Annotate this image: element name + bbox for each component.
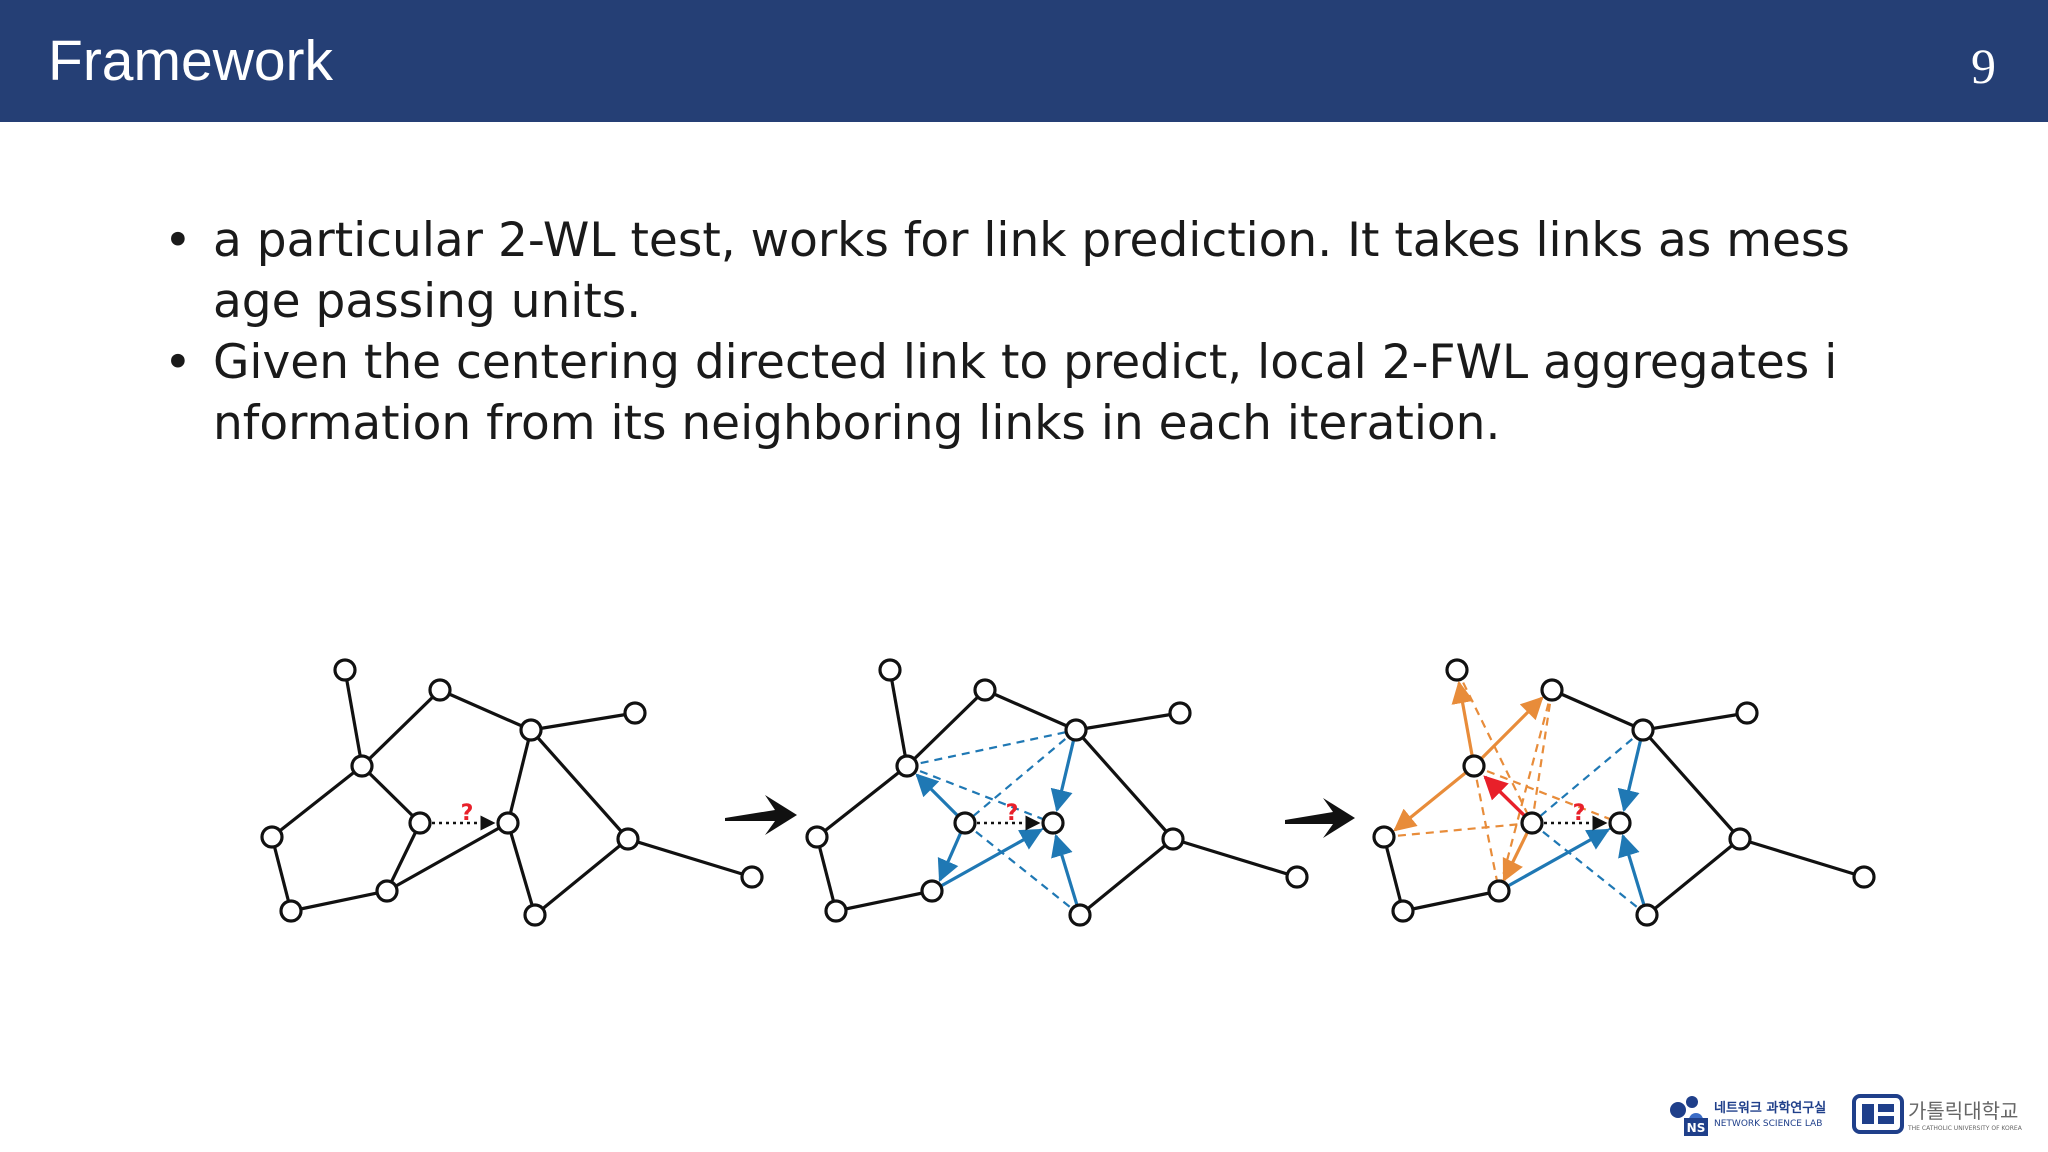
page-number: 9 bbox=[1971, 38, 1996, 94]
catholic-university-logo: 가톨릭대학교 THE CATHOLIC UNIVERSITY OF KOREA bbox=[1852, 1094, 2023, 1134]
svg-text:네트워크 과학연구실: 네트워크 과학연구실 bbox=[1714, 1100, 1826, 1116]
bullet-text: Given the centering directed link to pre… bbox=[213, 335, 1838, 451]
slide-title: Framework bbox=[48, 29, 334, 93]
graph-panel-2: ? bbox=[805, 658, 1309, 927]
svg-text:NS: NS bbox=[1687, 1121, 1706, 1135]
bullet-item: • Given the centering directed link to pr… bbox=[160, 332, 1860, 454]
bullet-item: • a particular 2-WL test, works for link … bbox=[160, 210, 1860, 332]
arrow-right-icon bbox=[725, 795, 797, 835]
svg-text:가톨릭대학교: 가톨릭대학교 bbox=[1908, 1099, 2018, 1123]
arrow-right-icon bbox=[1285, 798, 1355, 838]
bullet-list: • a particular 2-WL test, works for link … bbox=[160, 210, 1860, 454]
svg-text:THE CATHOLIC UNIVERSITY OF KOR: THE CATHOLIC UNIVERSITY OF KOREA bbox=[1907, 1125, 2023, 1132]
bullet-text: a particular 2-WL test, works for link p… bbox=[213, 213, 1850, 329]
bullet-dot-icon: • bbox=[164, 335, 192, 390]
slide-header: Framework 9 bbox=[0, 0, 2048, 122]
graph-panel-1: ? bbox=[260, 658, 764, 927]
graph-panel-3: ? bbox=[1372, 658, 1876, 927]
footer-logos: NS 네트워크 과학연구실 NETWORK SCIENCE LAB 가톨릭대학교… bbox=[1670, 1094, 2023, 1136]
query-marker: ? bbox=[1573, 801, 1586, 826]
bullet-dot-icon: • bbox=[164, 213, 192, 268]
svg-text:NETWORK SCIENCE LAB: NETWORK SCIENCE LAB bbox=[1714, 1119, 1822, 1129]
query-marker: ? bbox=[461, 801, 474, 826]
graph-figure: ? bbox=[260, 658, 1876, 927]
query-marker: ? bbox=[1006, 801, 1019, 826]
network-science-lab-logo: NS 네트워크 과학연구실 NETWORK SCIENCE LAB bbox=[1670, 1096, 1826, 1136]
